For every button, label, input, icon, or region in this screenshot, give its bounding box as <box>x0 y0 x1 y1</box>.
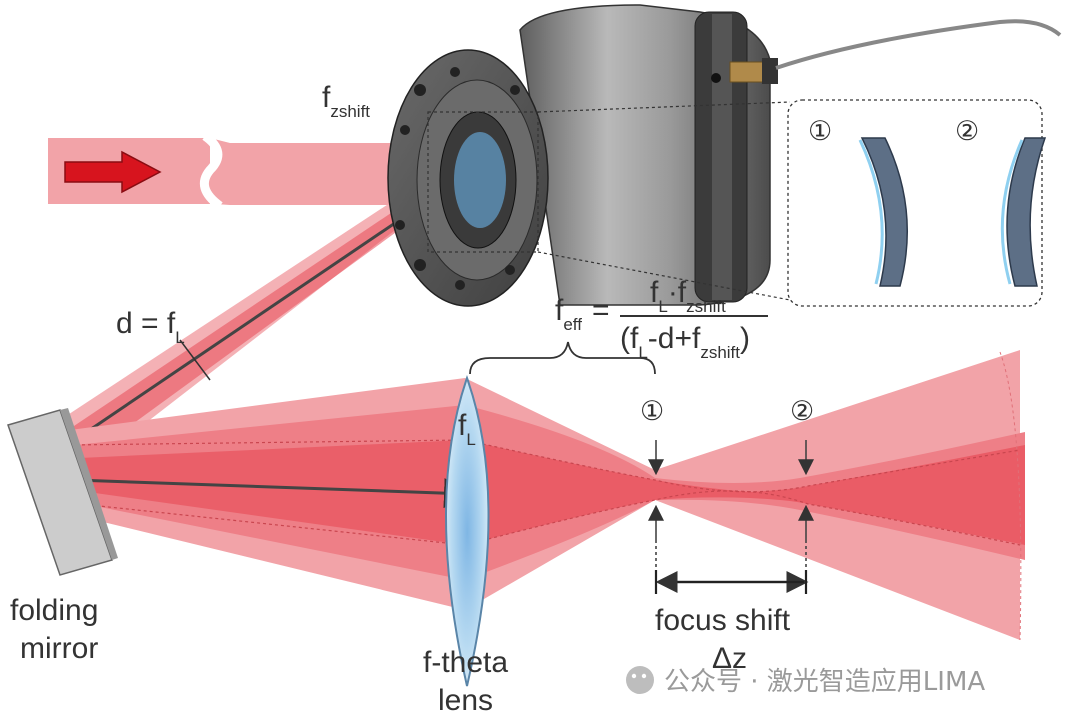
mirror-label-line1: folding <box>10 594 98 627</box>
focus-shift-dimension <box>654 570 809 594</box>
inset-lens-2 <box>1006 137 1047 287</box>
lens-focal-label: fL <box>458 409 476 449</box>
lens-label-line1: f-theta <box>423 646 508 679</box>
inset-marker-2: ② <box>955 116 979 146</box>
watermark: 公众号 · 激光智造应用LIMA <box>626 666 985 697</box>
formula-denominator: (fL-d+fzshift) <box>620 322 750 362</box>
focus-marker-2: ② <box>790 396 814 426</box>
mirror-to-lens-beam <box>70 378 465 610</box>
d-equals-fl-label: d = fL <box>116 307 185 347</box>
focus-marker-1: ① <box>640 396 664 426</box>
lens-label-line2: lens <box>438 684 493 717</box>
focal-length-arrow <box>74 478 474 509</box>
f-zshift-label: fzshift <box>322 81 370 121</box>
focus-shift-label: focus shift <box>655 604 791 637</box>
beam-direction-arrow-icon <box>64 150 162 194</box>
wechat-icon <box>626 666 654 694</box>
lens-brace <box>469 341 656 375</box>
formula-numerator: fL·fzshift <box>650 276 726 316</box>
f-theta-lens <box>445 374 490 687</box>
focused-beam <box>465 350 1025 641</box>
inset-marker-1: ① <box>808 116 832 146</box>
mirror-label-line2: mirror <box>20 632 98 665</box>
f-eff-label: feff= <box>555 294 609 334</box>
inset-panel <box>787 99 1043 307</box>
watermark-text: 公众号 · 激光智造应用LIMA <box>664 667 985 697</box>
zoom-callout <box>427 101 791 301</box>
beam-envelope-lines <box>69 439 1021 546</box>
delta-z-label: Δz <box>712 642 747 675</box>
folding-mirror <box>7 408 118 576</box>
inset-lens-1 <box>860 137 908 287</box>
